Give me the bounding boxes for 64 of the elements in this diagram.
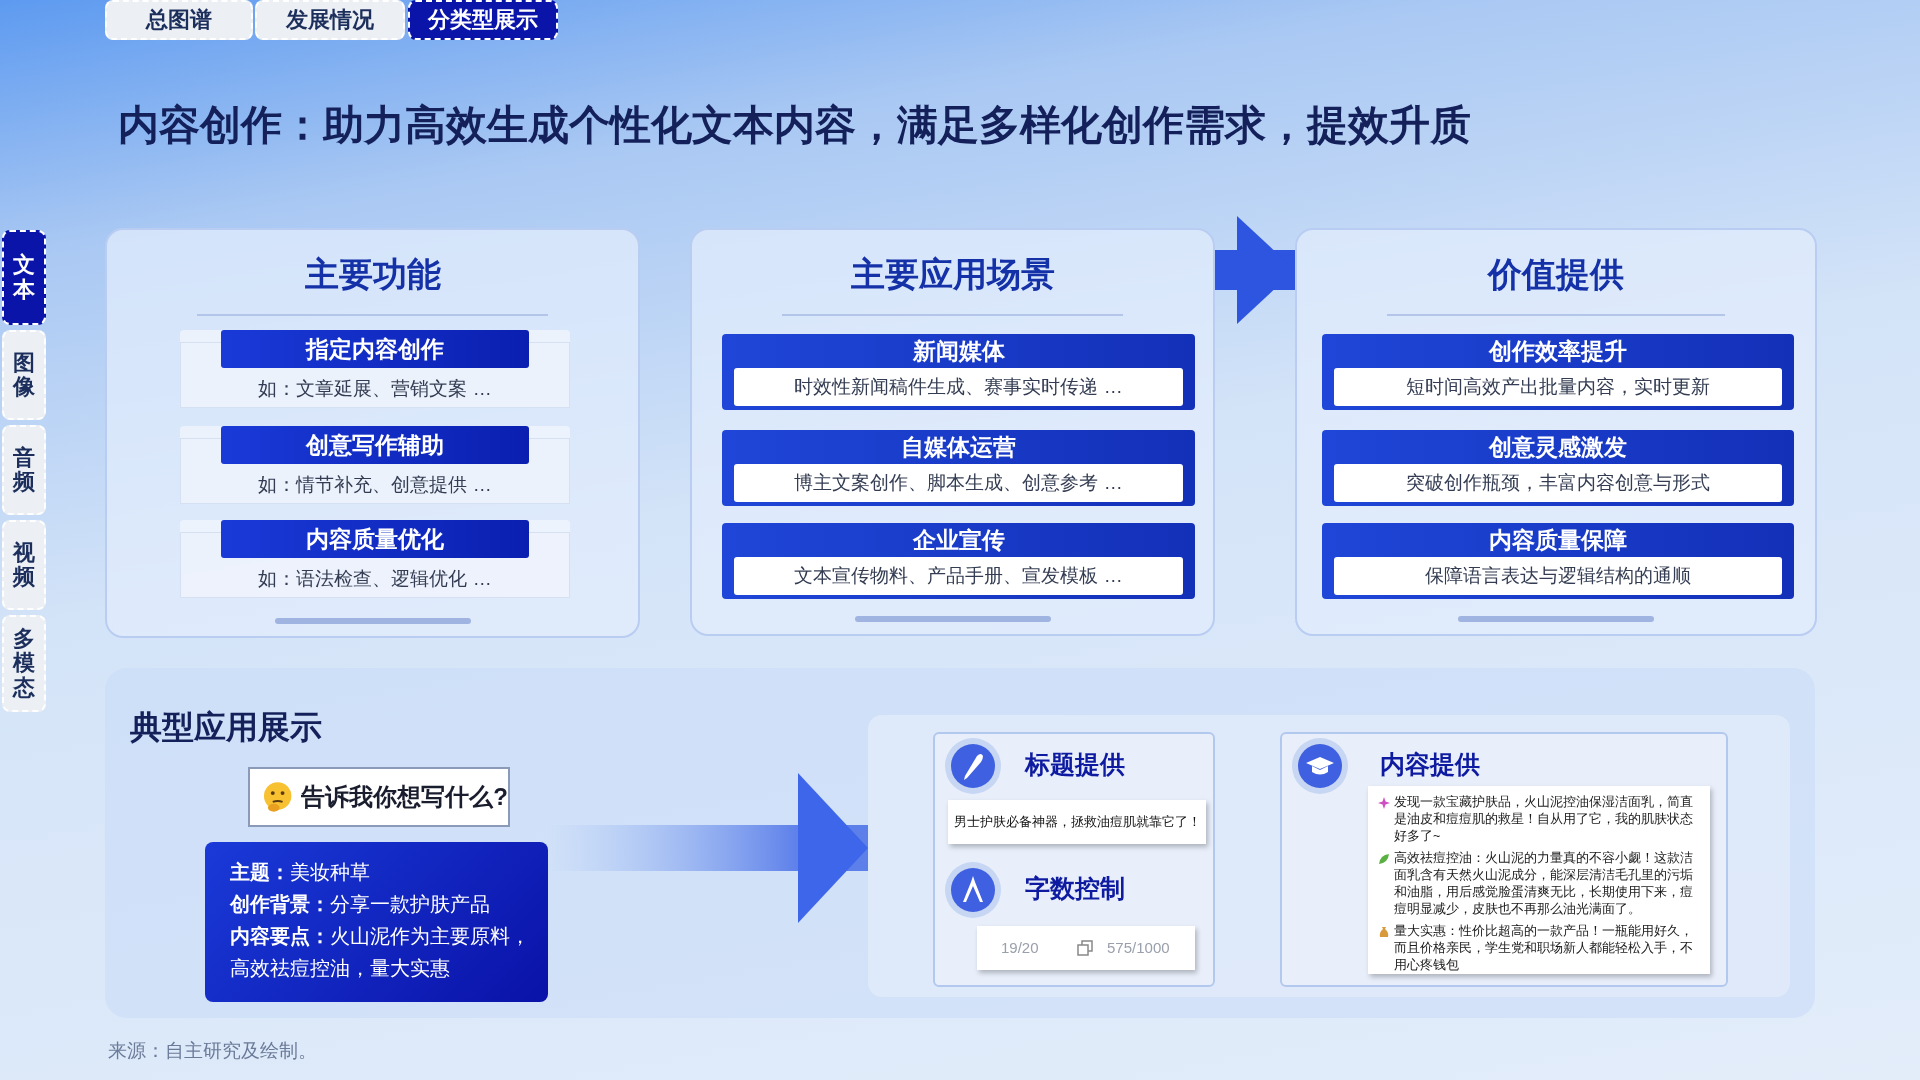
feature-card: [180, 520, 570, 598]
description-text: 短时间高效产出批量内容，实时更新: [1334, 368, 1782, 406]
side-tab: 视频: [2, 520, 46, 610]
scenario-card: [1322, 334, 1794, 410]
card-heading: 字数控制: [1025, 873, 1125, 904]
panel-heading: 主要应用场景: [849, 254, 1056, 295]
prompt-box: [248, 767, 510, 827]
example-text: 如：文章延展、营销文案 …: [257, 377, 493, 401]
result-card: [1280, 732, 1728, 987]
block-arrow: [1215, 216, 1295, 324]
panel-card: [690, 228, 1215, 636]
source-note: 来源：自主研究及绘制。: [108, 1039, 318, 1063]
feature-title: 指定内容创作: [221, 330, 529, 368]
generated-paragraph: 量大实惠：性价比超高的一款产品！一瓶能用好久，而且价格亲民，学生党和职场新人都能轻松入手，不用心疼钱包: [1394, 923, 1694, 974]
panel-card: [1295, 228, 1817, 636]
example-text: 如：语法检查、逻辑优化 …: [257, 567, 493, 591]
side-tab: 图像: [2, 330, 46, 420]
example-text: 如：情节补充、创意提供 …: [257, 473, 493, 497]
scenario-card: [722, 430, 1195, 506]
description-text: 博主文案创作、脚本生成、创意参考 …: [734, 464, 1183, 502]
count-text: 19/20: [1001, 939, 1039, 956]
tab: 分类型展示: [408, 0, 558, 40]
card-heading: 内容提供: [1380, 749, 1480, 780]
input-text: 内容要点：火山泥作为主要原料，高效祛痘控油，量大实惠: [230, 924, 530, 981]
feature-card: [180, 330, 570, 408]
input-card: [205, 842, 548, 1002]
card-title: 创作效率提升: [1487, 337, 1628, 366]
description-text: 文本宣传物料、产品手册、宣发模板 …: [734, 557, 1183, 595]
section-heading: 典型应用展示: [130, 708, 322, 747]
scenario-card: [722, 334, 1195, 410]
description-text: 时效性新闻稿件生成、赛事实时传递 …: [734, 368, 1183, 406]
prompt-text: 告诉我你想写什么?: [301, 782, 508, 812]
input-text: 创作背景：分享一款护肤产品: [230, 892, 491, 917]
generated-paragraph: 发现一款宝藏护肤品，火山泥控油保湿洁面乳，简直是油皮和痘痘肌的救星！自从用了它，我的肌肤状态好多了~: [1394, 794, 1694, 845]
side-tab: 多模态: [2, 615, 46, 712]
card-title: 自媒体运营: [900, 433, 1017, 462]
card-title: 新闻媒体: [911, 337, 1006, 366]
panel-heading: 价值提供: [1486, 254, 1625, 295]
card-title: 企业宣传: [911, 526, 1006, 555]
description-text: 突破创作瓶颈，丰富内容创意与形式: [1334, 464, 1782, 502]
tab: 发展情况: [255, 0, 405, 40]
input-text: 主题：美妆种草: [230, 860, 371, 885]
card-title: 内容质量保障: [1488, 526, 1628, 555]
count-text: 575/1000: [1107, 939, 1170, 956]
side-tab: 文本: [2, 230, 46, 325]
panel-heading: 主要功能: [303, 254, 442, 295]
feature-title: 创意写作辅助: [221, 426, 529, 464]
side-tab: 音频: [2, 425, 46, 515]
feature-card: [180, 426, 570, 504]
card-heading: 标题提供: [1025, 749, 1125, 780]
output-panel: [868, 715, 1790, 997]
scenario-card: [722, 523, 1195, 599]
result-card: [933, 732, 1215, 987]
page-title: 内容创作：助力高效生成个性化文本内容，满足多样化创作需求，提效升质: [118, 101, 1471, 150]
scenario-card: [1322, 523, 1794, 599]
tab: 总图谱: [105, 0, 253, 40]
card-title: 创意灵感激发: [1487, 433, 1628, 462]
generated-paragraph: 高效祛痘控油：火山泥的力量真的不容小觑！这款洁面乳含有天然火山泥成分，能深层清洁毛孔里的污垢和油脂，用后感觉脸蛋清爽无比，长期使用下来，痘痘明显减少，皮肤也不再那么油光满面了。: [1394, 850, 1694, 918]
feature-title: 内容质量优化: [221, 520, 529, 558]
description-text: 保障语言表达与逻辑结构的通顺: [1334, 557, 1782, 595]
scenario-card: [1322, 430, 1794, 506]
title-suggestion: 男士护肤必备神器，拯救油痘肌就靠它了！: [948, 800, 1206, 844]
showcase-panel: [105, 668, 1815, 1018]
panel-card: [105, 228, 640, 638]
